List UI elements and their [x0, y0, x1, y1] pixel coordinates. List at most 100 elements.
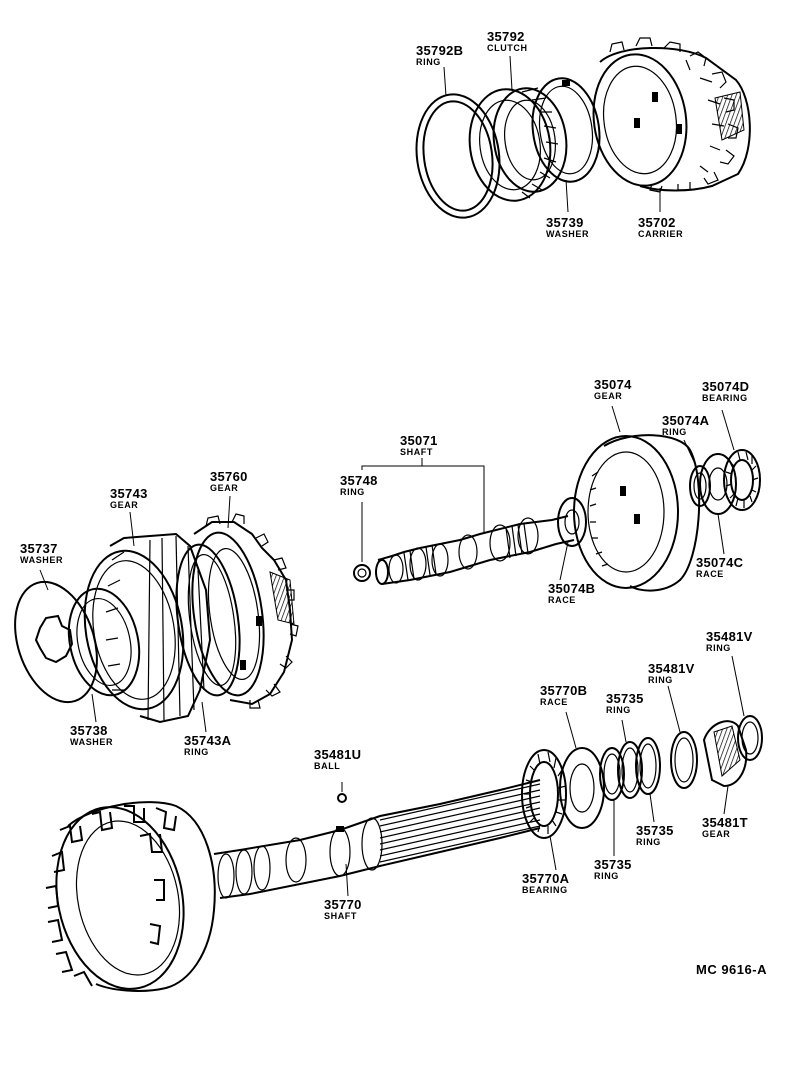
label-35481v-top: 35481V RING	[706, 630, 753, 653]
label-35770: 35770 SHAFT	[324, 898, 362, 921]
part-name: RING	[416, 57, 441, 67]
shaft-35071-drawing	[375, 515, 575, 585]
part-number: 35738	[70, 723, 108, 738]
gear-35743-drawing	[83, 532, 212, 724]
ring-35481v-set-drawing	[670, 715, 763, 789]
part-name: BALL	[314, 761, 341, 771]
label-35739: 35739 WASHER	[546, 216, 589, 239]
part-number: 35743A	[184, 733, 232, 748]
ring-35743a-drawing	[175, 543, 241, 697]
bearing-35074d-drawing	[723, 449, 761, 511]
label-35074a: 35074A RING	[662, 414, 709, 437]
part-number: 35481U	[314, 747, 362, 762]
part-number: 35071	[400, 433, 438, 448]
label-35074: 35074 GEAR	[594, 378, 632, 401]
part-number: 35735	[594, 857, 632, 872]
part-name: GEAR	[594, 391, 623, 401]
part-name: WASHER	[20, 555, 64, 565]
part-name: RING	[184, 747, 209, 757]
label-35074d: 35074D BEARING	[702, 380, 749, 403]
bottom-leader-lines	[341, 655, 745, 897]
label-35748: 35748 RING	[340, 474, 378, 497]
part-number: 35481V	[648, 661, 695, 676]
race-35074b-drawing	[557, 497, 587, 547]
washer-35739-drawing	[531, 77, 601, 183]
part-name: BEARING	[702, 393, 748, 403]
carrier-35702-drawing	[592, 37, 751, 193]
part-number: 35702	[638, 215, 676, 230]
part-name: SHAFT	[324, 911, 357, 921]
part-number: 35735	[606, 691, 644, 706]
part-name: RACE	[548, 595, 576, 605]
label-35735-low: 35735 RING	[594, 858, 632, 881]
label-35743: 35743 GEAR	[110, 487, 148, 510]
label-35770a: 35770A BEARING	[522, 872, 569, 895]
washer-35738-drawing	[67, 587, 141, 697]
gear-35074-drawing	[573, 434, 701, 592]
label-35792: 35792 CLUTCH	[487, 30, 528, 53]
drum-35770-drawing	[45, 801, 216, 992]
part-number: 35074A	[662, 413, 710, 428]
label-35074b: 35074B RACE	[548, 582, 595, 605]
part-number: 35770B	[540, 683, 588, 698]
part-name: CARRIER	[638, 229, 684, 239]
label-35481v-mid: 35481V RING	[648, 662, 695, 685]
part-name: RING	[606, 705, 631, 715]
part-number: 35481V	[706, 629, 753, 644]
part-name: RACE	[540, 697, 568, 707]
part-number: 35743	[110, 486, 148, 501]
shaft-35770-drawing	[213, 779, 541, 899]
race-35770b-drawing	[559, 747, 605, 829]
clutch-35792-drawing	[468, 87, 568, 202]
part-name: BEARING	[522, 885, 568, 895]
part-number: 35481T	[702, 815, 748, 830]
part-number: 35735	[636, 823, 674, 838]
part-number: 35074	[594, 377, 632, 392]
part-name: RACE	[696, 569, 724, 579]
gear-35760-drawing	[191, 513, 299, 709]
ring-35074a-drawing	[689, 465, 711, 507]
part-number: 35074D	[702, 379, 750, 394]
part-name: WASHER	[546, 229, 590, 239]
part-number: 35760	[210, 469, 248, 484]
part-name: SHAFT	[400, 447, 433, 457]
part-name: RING	[706, 643, 731, 653]
label-35074c: 35074C RACE	[696, 556, 743, 579]
part-number: 35074B	[548, 581, 596, 596]
part-number: 35739	[546, 215, 584, 230]
ring-35792b-drawing	[415, 93, 501, 219]
part-number: 35770	[324, 897, 362, 912]
part-name: GEAR	[210, 483, 239, 493]
part-number: 35748	[340, 473, 378, 488]
part-name: RING	[648, 675, 673, 685]
part-name: RING	[594, 871, 619, 881]
bearing-35770a-drawing	[521, 749, 567, 839]
part-number: 35770A	[522, 871, 570, 886]
part-number: 35737	[20, 541, 58, 556]
label-35770b: 35770B RACE	[540, 684, 587, 707]
label-35738: 35738 WASHER	[70, 724, 113, 747]
part-name: RING	[662, 427, 687, 437]
label-35760: 35760 GEAR	[210, 470, 248, 493]
ring-35735-set-drawing	[599, 737, 661, 801]
ring-35748-drawing	[353, 564, 371, 582]
top-leader-lines	[443, 55, 661, 213]
label-35792b: 35792B RING	[416, 44, 463, 67]
figure-reference: MC 9616-A	[696, 962, 767, 977]
part-number: 35074C	[696, 555, 744, 570]
part-name: GEAR	[702, 829, 731, 839]
label-35071: 35071 SHAFT	[400, 434, 438, 457]
label-35481t: 35481T GEAR	[702, 816, 748, 839]
part-name: WASHER	[70, 737, 114, 747]
label-35743a: 35743A RING	[184, 734, 231, 757]
label-35735-top: 35735 RING	[606, 692, 644, 715]
gear-35481t-drawing	[702, 720, 748, 788]
label-35702: 35702 CARRIER	[638, 216, 683, 239]
part-name: RING	[636, 837, 661, 847]
label-35737: 35737 WASHER	[20, 542, 63, 565]
part-number: 35792	[487, 29, 525, 44]
part-number: 35792B	[416, 43, 464, 58]
part-name: CLUTCH	[487, 43, 528, 53]
washer-35737-drawing	[14, 580, 98, 704]
